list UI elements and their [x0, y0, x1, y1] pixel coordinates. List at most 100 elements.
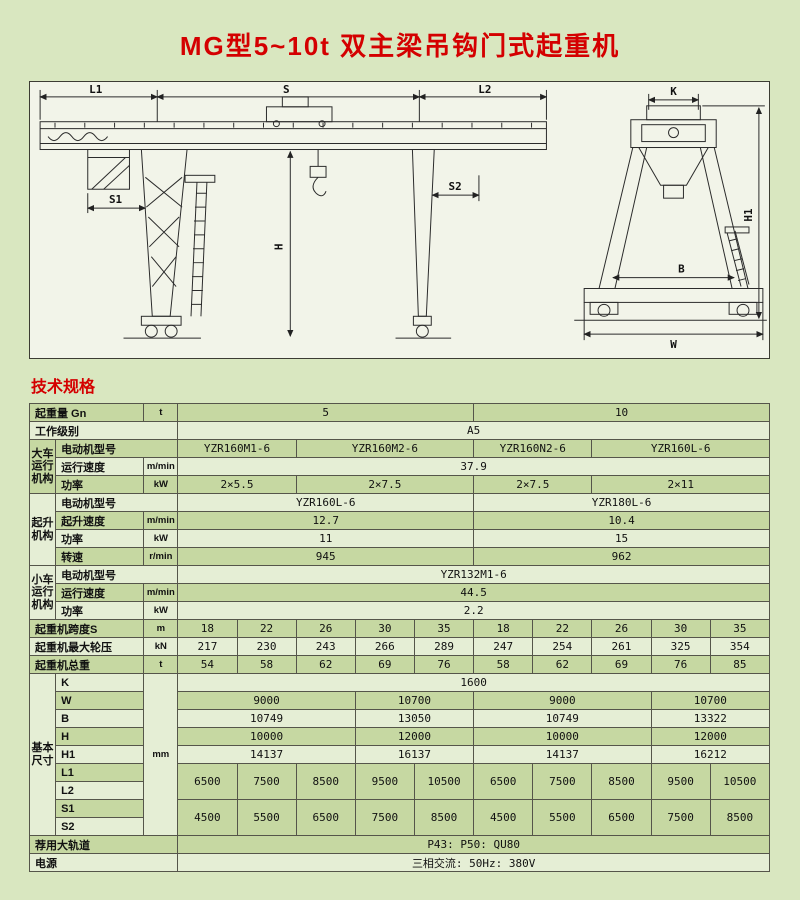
row-capacity: 起重量 Gn t 5 10: [28, 403, 770, 422]
value-cell: 22: [532, 619, 593, 638]
value-cell: 35: [413, 619, 475, 638]
value-cell: 26: [591, 619, 652, 638]
value-cell: 7500: [236, 763, 297, 800]
value-cell: 6500: [177, 763, 238, 800]
value-cell: 15: [473, 529, 770, 548]
row-label: 电源: [28, 853, 179, 872]
value-cell: 10700: [354, 691, 475, 710]
travel-wheels: [123, 315, 452, 339]
hoist-housing: [637, 147, 710, 186]
value-cell: YZR160M2-6: [295, 439, 475, 458]
value-cell: 9500: [650, 763, 711, 800]
value-cell: 4500: [473, 799, 534, 836]
row-gantry-speed: 运行速度 m/min 37.9: [29, 457, 770, 476]
end-view-ladder: [724, 226, 750, 287]
hook-block: [309, 149, 327, 197]
value-cell: 261: [591, 637, 652, 656]
value-cell: 10000: [177, 727, 356, 746]
value-cell: 12.7: [177, 511, 475, 530]
cable-festoon: [47, 132, 109, 142]
value-cell: 76: [650, 655, 711, 674]
row-power-supply: 电源 三相交流: 50Hz: 380V: [28, 853, 770, 872]
value-cell: 230: [236, 637, 297, 656]
value-cell: 35: [709, 619, 771, 638]
row-unit: t: [143, 403, 179, 422]
value-cell: 6500: [295, 799, 356, 836]
value-cell: YZR160L-6: [177, 493, 475, 512]
dim-label-s2: S2: [449, 180, 462, 193]
dim-label-k: K: [670, 85, 677, 98]
value-cell: 62: [532, 655, 593, 674]
group-gantry-travel: 大车运行机构: [28, 439, 57, 494]
dim-label-l1: L1: [89, 83, 103, 96]
platform: [184, 174, 216, 183]
row-hoist-rpm: 转速 r/min 945 962: [29, 547, 770, 566]
value-cell: 10: [473, 403, 770, 422]
spec-table: 起重量 Gn t 5 10 工作级别 A5 大车运行机构 电动机型号 YZR16…: [28, 403, 771, 872]
row-label: 功率: [55, 601, 145, 620]
value-cell: 266: [354, 637, 415, 656]
value-cell: YZR160L-6: [591, 439, 770, 458]
value-cell: 7500: [532, 763, 593, 800]
value-cell: 26: [295, 619, 356, 638]
row-label: 工作级别: [28, 421, 179, 440]
row-label: 起重机跨度S: [28, 619, 145, 638]
row-dim-w: W 9000 10700 9000 10700: [29, 691, 771, 710]
value-cell: 217: [177, 637, 238, 656]
dim-label-w: W: [670, 338, 677, 351]
front-elevation-view: [39, 89, 548, 339]
value-cell: 44.5: [177, 583, 770, 602]
operator-cab: [87, 149, 130, 190]
girder-hatching: [54, 122, 533, 128]
row-unit: mm: [143, 673, 179, 836]
value-cell: 16137: [354, 745, 475, 764]
value-cell: 37.9: [177, 457, 770, 476]
row-dim-h: H 10000 12000 10000 12000: [29, 727, 771, 746]
value-cell: 13050: [354, 709, 475, 728]
row-total-weight: 起重机总重 t 54 58 62 69 76 58 62 69 76 85: [28, 655, 771, 674]
value-cell: 5500: [236, 799, 297, 836]
group-basic-dimensions: 基本尺寸: [28, 673, 57, 836]
value-cell: 58: [473, 655, 534, 674]
value-cell: YZR132M1-6: [177, 565, 770, 584]
value-cell: 14137: [473, 745, 652, 764]
row-label: S2: [55, 817, 145, 836]
value-cell: 247: [473, 637, 534, 656]
leg-bracing: [145, 176, 183, 287]
row-dim-k: 基本尺寸 K mm 1600: [28, 673, 770, 836]
catalog-page: MG型5~10t 双主梁吊钩门式起重机: [28, 31, 771, 872]
value-cell: 289: [413, 637, 475, 656]
row-unit: m/min: [143, 583, 179, 602]
value-cell: 76: [413, 655, 475, 674]
value-cell: 10000: [473, 727, 652, 746]
row-label: 起重量 Gn: [28, 403, 145, 422]
row-unit: t: [143, 655, 179, 674]
row-label: 功率: [55, 475, 145, 494]
row-dim-h1: H1 14137 16137 14137 16212: [29, 745, 771, 764]
value-cell: 945: [177, 547, 475, 566]
end-view-right-leg: [699, 147, 749, 289]
value-cell: YZR180L-6: [473, 493, 770, 512]
value-cell: 10.4: [473, 511, 770, 530]
value-cell: 三相交流: 50Hz: 380V: [177, 853, 770, 872]
row-dim-b: B 10749 13050 10749 13322: [29, 709, 771, 728]
value-cell: 14137: [177, 745, 356, 764]
row-unit: m: [143, 619, 179, 638]
spec-heading: 技术规格: [31, 379, 96, 396]
value-cell: 243: [295, 637, 356, 656]
row-hoist-motor: 起升机构 电动机型号 YZR160L-6 YZR180L-6: [28, 493, 770, 566]
row-hoist-power: 功率 kW 11 15: [29, 529, 770, 548]
value-cell: 2.2: [177, 601, 770, 620]
row-label: H1: [55, 745, 145, 764]
row-gantry-motor: 大车运行机构 电动机型号 YZR160M1-6 YZR160M2-6 YZR16…: [28, 439, 770, 494]
row-span: 起重机跨度S m 18 22 26 30 35 18 22 26 30 35: [28, 619, 771, 638]
value-cell: 6500: [591, 799, 652, 836]
value-cell: 7500: [650, 799, 711, 836]
dim-label-s: S: [283, 83, 290, 96]
group-trolley-travel: 小车运行机构: [28, 565, 57, 620]
value-cell: 6500: [473, 763, 534, 800]
row-dim-l1: L1 6500 7500 8500 9500 10500 6500 7500 8…: [29, 763, 771, 800]
page-title: MG型5~10t 双主梁吊钩门式起重机: [179, 31, 621, 61]
row-hoist-speed: 起升速度 m/min 12.7 10.4: [29, 511, 770, 530]
value-cell: 9000: [177, 691, 356, 710]
